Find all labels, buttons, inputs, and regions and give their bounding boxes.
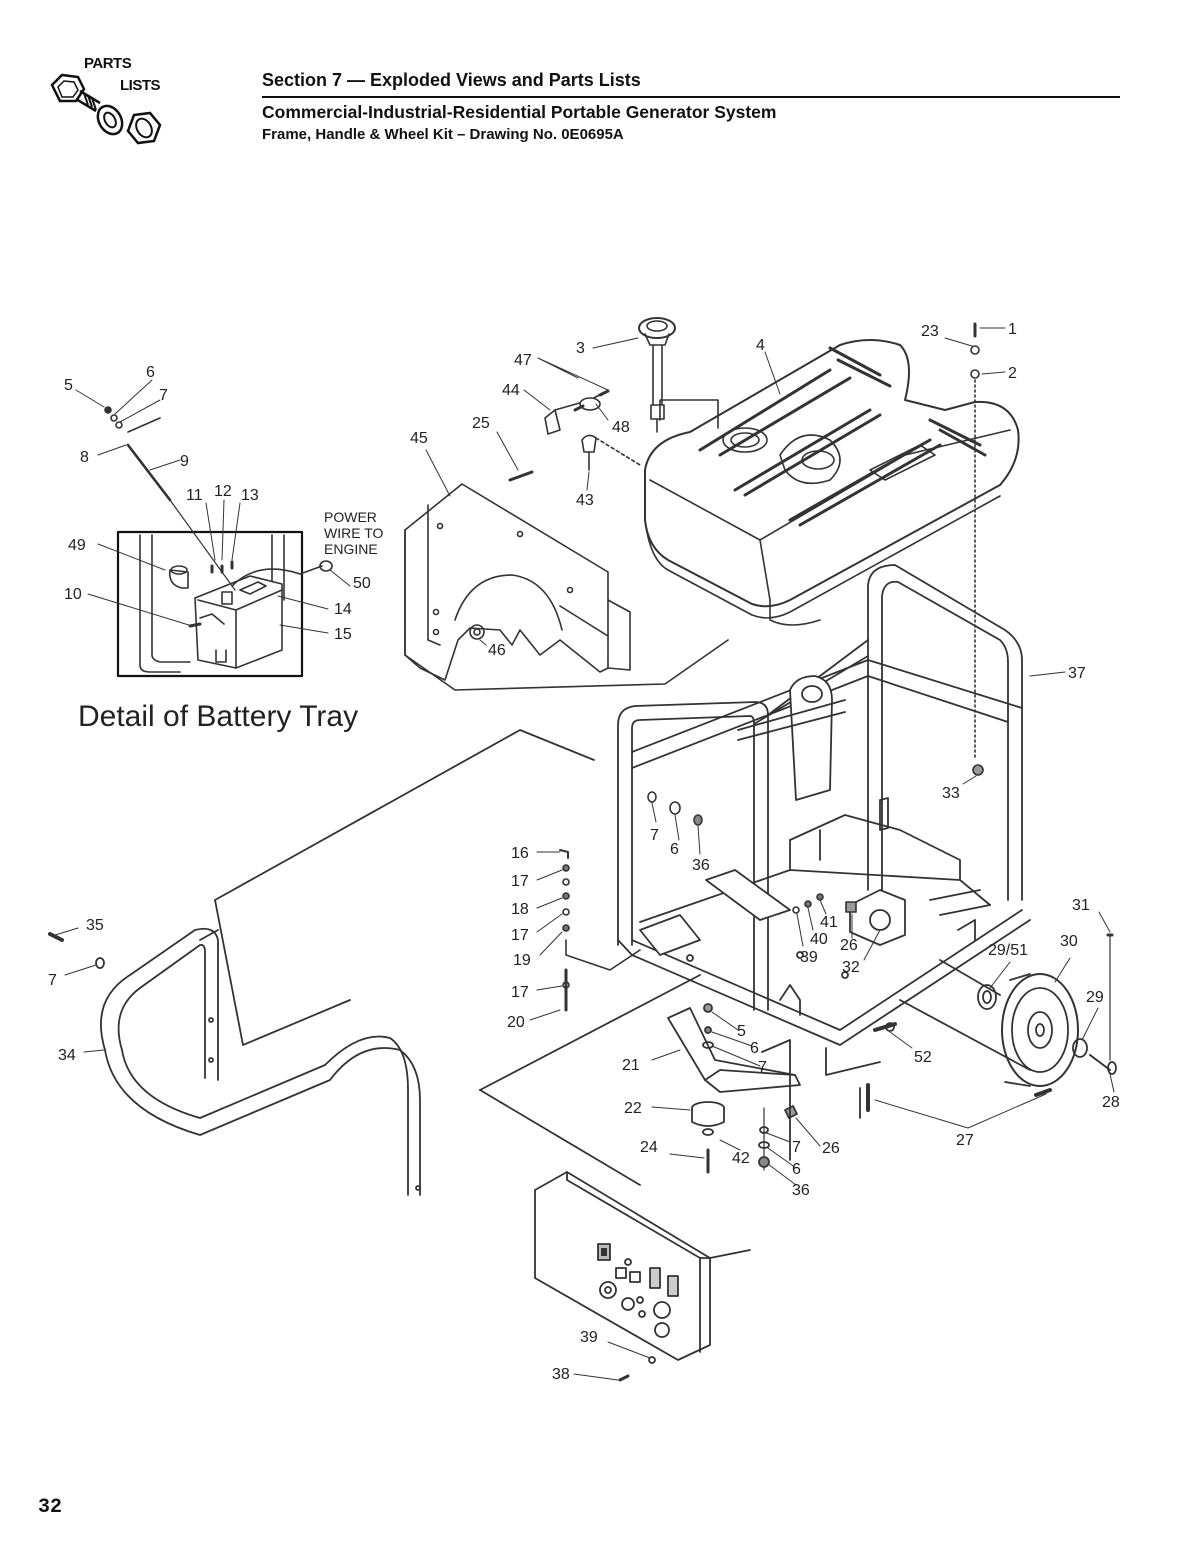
page-title: Commercial-Industrial-Residential Portab… — [262, 102, 777, 122]
bolt-nut-washer-icon — [50, 73, 162, 145]
callout-label: 46 — [488, 642, 506, 659]
page-subtitle: Frame, Handle & Wheel Kit – Drawing No. … — [262, 126, 624, 143]
callout-label: 34 — [58, 1047, 76, 1064]
fuel-tank-4 — [644, 339, 1020, 626]
detail-title: Detail of Battery Tray — [78, 700, 358, 733]
callout-label: 9 — [180, 453, 189, 470]
detail-note-line-1: POWER — [324, 509, 377, 525]
callout-label: 6 — [146, 364, 155, 381]
callout-label: 18 — [511, 901, 529, 918]
callout-label: 6 — [750, 1040, 759, 1057]
callout-label: 4 — [756, 337, 765, 354]
detail-note-line-3: ENGINE — [324, 541, 378, 557]
callout-label: 15 — [334, 626, 352, 643]
handle-34 — [48, 729, 701, 1196]
callout-label: 31 — [1072, 897, 1090, 914]
callout-label: 5 — [64, 377, 73, 394]
callout-label: 33 — [942, 785, 960, 802]
callout-label: 26 — [840, 937, 858, 954]
logo-text-parts: PARTS — [84, 55, 132, 72]
callout-label: 17 — [511, 927, 529, 944]
callout-label: 1 — [1008, 321, 1017, 338]
callout-label: 16 — [511, 845, 529, 862]
callout-label: 8 — [80, 449, 89, 466]
page-number: 32 — [38, 1496, 63, 1519]
callout-label: 43 — [576, 492, 594, 509]
callout-label: 45 — [410, 430, 428, 447]
callout-label: 6 — [792, 1161, 801, 1178]
control-panel — [534, 1171, 751, 1382]
frame-bolts — [792, 893, 857, 914]
callout-label: 6 — [670, 841, 679, 858]
parts-lists-logo: PARTS LISTS — [40, 55, 190, 165]
fuel-gauge-3 — [638, 317, 676, 433]
callout-label: 50 — [353, 575, 371, 592]
callout-label: 35 — [86, 917, 104, 934]
callout-label: 13 — [241, 487, 259, 504]
callout-label: 37 — [1068, 665, 1086, 682]
callout-label: 52 — [914, 1049, 932, 1066]
callout-label: 48 — [612, 419, 630, 436]
callout-label: 47 — [514, 352, 532, 369]
callout-label: 2 — [1008, 365, 1017, 382]
callout-label: 19 — [513, 952, 531, 969]
callout-label: 36 — [692, 857, 710, 874]
hardware-stack — [559, 849, 641, 1012]
callout-label: 41 — [820, 914, 838, 931]
callout-label: 10 — [64, 586, 82, 603]
battery-tray-detail — [104, 406, 333, 678]
callout-label: 20 — [507, 1014, 525, 1031]
callout-label: 28 — [1102, 1094, 1120, 1111]
callout-label: 7 — [650, 827, 659, 844]
callout-label: 29/51 — [988, 942, 1028, 959]
callout-label: 7 — [159, 387, 168, 404]
callout-label: 44 — [502, 382, 520, 399]
callout-label: 40 — [810, 931, 828, 948]
callout-label: 17 — [511, 873, 529, 890]
section-heading: Section 7 — Exploded Views and Parts Lis… — [262, 70, 641, 90]
panel-45 — [404, 470, 729, 691]
callout-label: 42 — [732, 1150, 750, 1167]
detail-note-line-2: WIRE TO — [324, 525, 383, 541]
foot-mount-21 — [667, 1003, 801, 1174]
callout-label: 7 — [792, 1139, 801, 1156]
callout-label: 22 — [624, 1100, 642, 1117]
fuel-tank-hardware — [970, 322, 984, 776]
frame-37 — [617, 564, 1031, 1046]
callout-label: 7 — [758, 1059, 767, 1076]
callout-label: 17 — [511, 984, 529, 1001]
callout-label: 21 — [622, 1057, 640, 1074]
callout-label: 7 — [48, 972, 57, 989]
callout-label: 3 — [576, 340, 585, 357]
callout-label: 14 — [334, 601, 352, 618]
callout-label: 5 — [737, 1023, 746, 1040]
callout-label: 32 — [842, 959, 860, 976]
callout-labels: 5 6 7 8 9 11 12 13 49 10 50 14 15 45 25 … — [48, 321, 1120, 1383]
callout-label: 27 — [956, 1132, 974, 1149]
logo-text-lists: LISTS — [120, 77, 161, 94]
callout-label: 39 — [800, 949, 818, 966]
callout-label: 24 — [640, 1139, 658, 1156]
callout-label: 38 — [552, 1366, 570, 1383]
callout-label: 30 — [1060, 933, 1078, 950]
header-rule — [262, 96, 1120, 98]
callout-label: 49 — [68, 537, 86, 554]
frame-washers — [647, 791, 703, 826]
callout-label: 26 — [822, 1140, 840, 1157]
callout-label: 25 — [472, 415, 490, 432]
callout-label: 11 — [186, 487, 203, 504]
callout-label: 36 — [792, 1182, 810, 1199]
callout-label: 23 — [921, 323, 939, 340]
callout-label: 39 — [580, 1329, 598, 1346]
wheel-30 — [825, 933, 1117, 1119]
callout-label: 12 — [214, 483, 232, 500]
leader-lines — [51, 327, 1115, 1381]
callout-label: 29 — [1086, 989, 1104, 1006]
fuel-bracket-44 — [544, 389, 719, 471]
